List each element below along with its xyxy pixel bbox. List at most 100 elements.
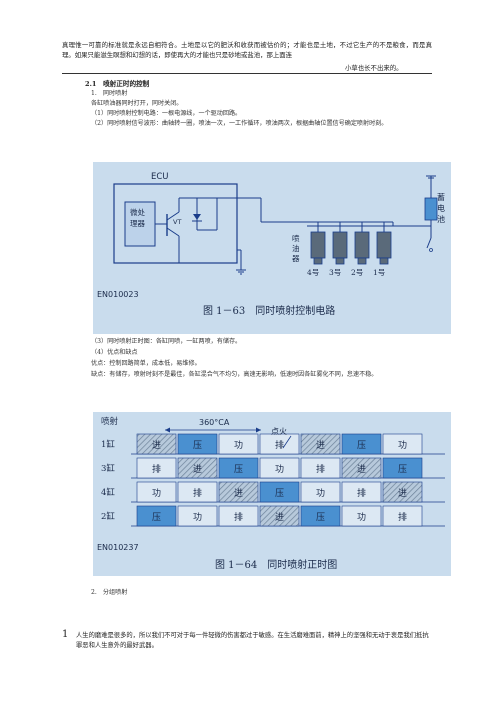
timing-cell [177, 505, 218, 527]
paragraph-1: 各缸喷油器同时打开，同时关闭。 [91, 100, 183, 107]
figure-1-code: EN010023 [97, 290, 139, 299]
paragraph-6: 优点：控制回路简单，成本低，易维修。 [91, 360, 201, 367]
header-quote-end: 小草也长不出来的。 [345, 64, 403, 72]
figure-1-caption: 图 1－63 同时喷射控制电路 [203, 306, 336, 317]
timing-cell-label: 排 [152, 463, 161, 475]
timing-cell [300, 433, 341, 455]
paragraph-3: （2）同时喷射信号波形：曲轴转一圈，喷油一次，一工作循环，喷油两次，根据曲轴位置… [91, 120, 388, 127]
timing-cell [341, 505, 382, 527]
timing-cell-label: 进 [398, 488, 407, 499]
timing-cell-label: 功 [398, 440, 407, 451]
timing-cell-label: 压 [316, 512, 325, 523]
injector-1 [376, 231, 392, 265]
header-quote: 真理惟一可靠的标准就是永远自相符合。土地是以它的肥沃和收获而被估价的；才能也是土… [62, 41, 432, 59]
timing-cell [300, 457, 341, 479]
inject-label: 喷射 [101, 417, 119, 427]
figure-circuit: ECU 微处 理器 VT 喷 油 器 4号 3号 2号 1号 蓄 电 池 EN0… [93, 162, 451, 334]
microprocessor-label-1: 微处 [130, 208, 145, 217]
battery-symbol [424, 197, 438, 221]
timing-cell-label: 功 [152, 488, 161, 499]
timing-cell [341, 481, 382, 503]
item-1-heading: 1. 同时喷射 [91, 90, 128, 97]
paragraph-5: （4）优点和缺点 [91, 349, 138, 356]
timing-cell [218, 457, 259, 479]
figure-2-code: EN010237 [97, 543, 139, 552]
row-label-1: 3缸 [101, 464, 115, 474]
row-label-0: 1缸 [101, 440, 115, 450]
timing-cell [136, 505, 177, 527]
timing-diagram: 进压功排进压功排进压功排进压功排进压功排进压功排进压功排 [131, 427, 445, 527]
header-rule [62, 73, 432, 74]
cylinder-label-1: 1号 [373, 268, 386, 277]
timing-cell-label: 压 [275, 488, 284, 499]
timing-cell-label: 进 [234, 488, 243, 499]
timing-cell [382, 433, 423, 455]
injector-4 [310, 231, 326, 265]
timing-cell [300, 481, 341, 503]
timing-cell [136, 481, 177, 503]
timing-cell-label: 功 [316, 488, 325, 499]
battery-label-2: 电 [437, 204, 445, 213]
paragraph-7: 缺点：有储存，喷射时刻不是最佳，各缸混合气不均匀，高速无影响，低速时因各缸雾化不… [91, 371, 378, 378]
cylinder-label-3: 3号 [329, 268, 342, 277]
timing-cell [177, 481, 218, 503]
timing-cell [136, 457, 177, 479]
timing-cell-label: 功 [357, 512, 366, 523]
timing-cell-label: 压 [152, 512, 161, 523]
timing-cell [300, 505, 341, 527]
timing-cell [218, 481, 259, 503]
row-label-2: 4缸 [101, 488, 115, 498]
timing-cell [218, 433, 259, 455]
battery-label-3: 池 [437, 215, 445, 224]
timing-cell-label: 压 [193, 440, 202, 451]
battery-label-1: 蓄 [437, 193, 445, 202]
microprocessor-label-2: 理器 [130, 219, 145, 228]
timing-cell-label: 排 [275, 439, 284, 451]
timing-cell [177, 457, 218, 479]
injector-label-2: 油 [292, 244, 300, 253]
timing-cell [259, 457, 300, 479]
injector-3 [332, 231, 348, 265]
timing-cell [218, 505, 259, 527]
timing-cell [259, 505, 300, 527]
figure-timing: 进压功排进压功排进压功排进压功排进压功排进压功排进压功排 喷射 360°CA 点… [93, 412, 451, 576]
timing-cell [382, 505, 423, 527]
timing-cell-label: 功 [193, 512, 202, 523]
paragraph-2: （1）同时喷射控制电路：一根电源线，一个驱动回路。 [91, 110, 242, 117]
timing-cell-label: 功 [275, 464, 284, 475]
timing-cell [382, 457, 423, 479]
timing-cell-label: 压 [357, 440, 366, 451]
section-title: 2.1 喷射正时的控制 [85, 80, 150, 88]
timing-cell [341, 433, 382, 455]
injector-label-1: 喷 [292, 234, 300, 243]
timing-cell-label: 排 [357, 487, 366, 499]
timing-cell [382, 481, 423, 503]
row-label-3: 2缸 [101, 512, 115, 522]
timing-cell-label: 进 [275, 512, 284, 523]
cylinder-label-4: 4号 [307, 268, 320, 277]
timing-cell-label: 压 [398, 464, 407, 475]
page-number: 1 [62, 629, 69, 640]
paragraph-4: （3）同时喷射正时图：各缸同喷，一缸两喷，有储存。 [91, 338, 242, 345]
timing-cell [259, 481, 300, 503]
timing-cell-label: 进 [152, 440, 161, 451]
timing-cell-label: 进 [193, 464, 202, 475]
timing-cell-label: 进 [316, 440, 325, 451]
timing-cell-label: 压 [234, 464, 243, 475]
timing-cell-label: 进 [357, 464, 366, 475]
microprocessor-box [124, 201, 156, 247]
timing-cell [177, 433, 218, 455]
spark-label: 点火 [271, 427, 287, 436]
transistor-label: VT [173, 218, 182, 226]
timing-cell-label: 排 [316, 463, 325, 475]
ecu-label: ECU [151, 172, 169, 182]
circuit-diagram [113, 175, 438, 275]
item-2-heading: 2. 分组喷射 [91, 589, 128, 596]
timing-cell-label: 功 [234, 440, 243, 451]
timing-cell-label: 排 [234, 511, 243, 523]
figure-2-caption: 图 1－64 同时喷射正时图 [215, 560, 338, 571]
footer-quote: 人生的磨难是很多的，所以我们不可对于每一件轻微的伤害都过于敏感。在生活磨难面前，… [76, 632, 429, 649]
timing-cell [136, 433, 177, 455]
injector-2 [354, 231, 370, 265]
timing-cell-label: 排 [398, 511, 407, 523]
